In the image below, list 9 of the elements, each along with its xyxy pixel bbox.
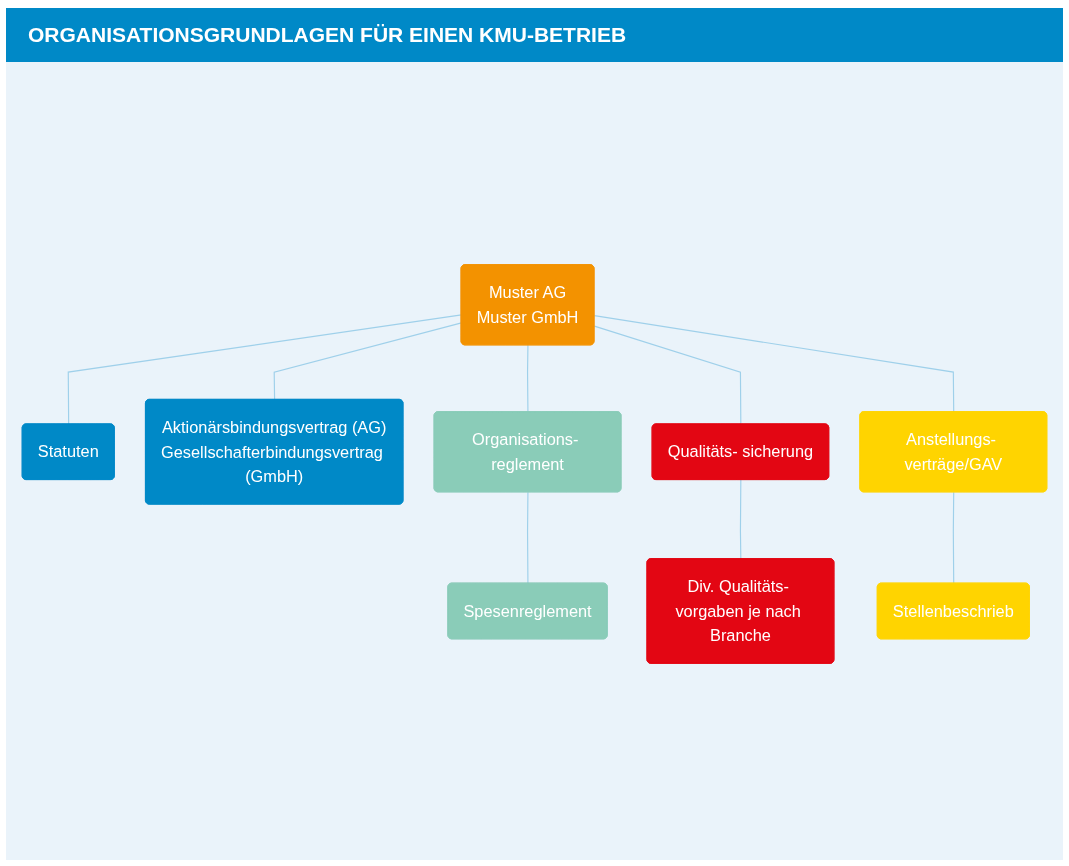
connector — [952, 491, 955, 585]
connector — [593, 315, 955, 413]
connector — [67, 314, 463, 425]
connector — [273, 322, 463, 401]
connector — [526, 344, 529, 413]
connector — [526, 491, 529, 585]
connector — [593, 325, 742, 425]
title-bar: ORGANISATIONSGRUNDLAGEN FÜR EINEN KMU-BETRIEB — [6, 8, 1063, 62]
connector — [739, 479, 742, 560]
